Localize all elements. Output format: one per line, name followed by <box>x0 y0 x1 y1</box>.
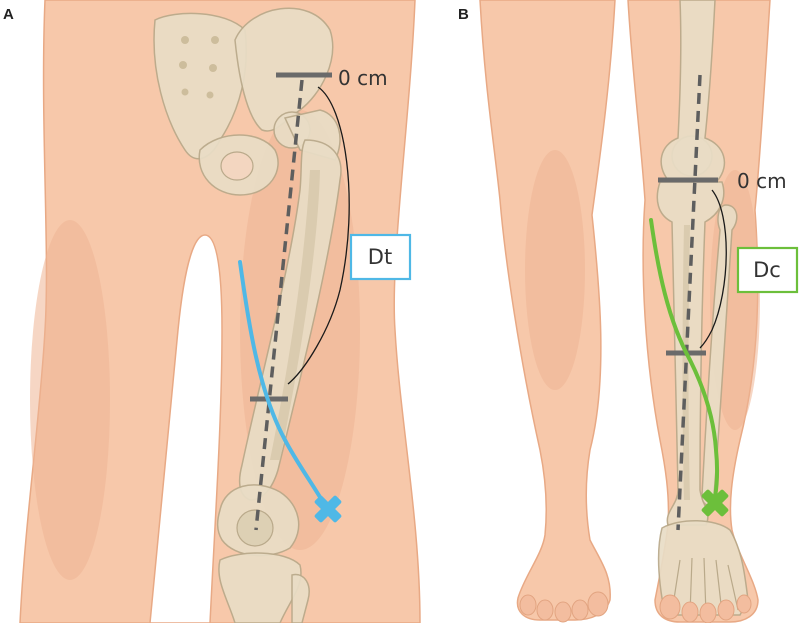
panel-a-left-thigh-shade <box>30 220 110 580</box>
panel-a-distance-arc <box>287 86 350 385</box>
panel-b-left-calf-shade <box>525 150 585 390</box>
panel-a: A 0 cm Dt <box>3 0 421 623</box>
panel-b-foot-bones <box>657 520 749 616</box>
panel-b-vein-line <box>649 218 720 499</box>
panel-a-vein-line <box>238 260 328 509</box>
panel-a-zero-label: 0 cm <box>338 66 388 90</box>
panel-a-femur-axis-line <box>254 79 304 531</box>
panel-a-ilium <box>234 7 334 132</box>
panel-a-leg-gap <box>149 234 223 623</box>
panel-b: B 0 cm Dc <box>458 0 799 623</box>
panel-b-label-box <box>736 246 799 294</box>
panel-b-zero-label: 0 cm <box>737 169 787 193</box>
panel-a-x-cross-icon <box>314 495 342 523</box>
panel-a-sacral-foramina <box>179 36 219 99</box>
panel-b-distance-arc <box>699 189 727 349</box>
panel-a-femur-shade <box>270 170 320 460</box>
panel-b-x-cross-icon <box>701 489 729 517</box>
panel-b-right-toes <box>659 594 752 623</box>
panel-b-left-toes <box>519 591 609 623</box>
panel-a-letter: A <box>3 6 14 23</box>
panel-a-fibula-top <box>291 573 310 623</box>
panel-b-letter: B <box>458 6 469 23</box>
panel-a-label-box <box>349 233 412 281</box>
panel-a-obturator <box>220 151 254 181</box>
panel-b-box-label: Dc <box>753 258 781 282</box>
panel-b-tibia-axis-line <box>676 74 702 531</box>
panel-a-box-label: Dt <box>368 245 392 269</box>
